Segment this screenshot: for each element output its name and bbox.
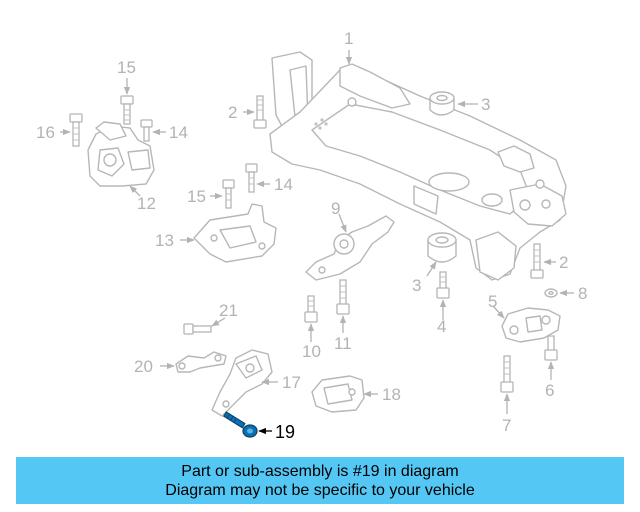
callout-3[interactable]: 3 (481, 95, 491, 114)
callout-4[interactable]: 4 (437, 317, 447, 336)
bolt-part-19-highlighted[interactable] (222, 411, 258, 438)
rod-part-20 (175, 351, 227, 373)
banner-line-part-number: Part or sub-assembly is #19 in diagram (181, 462, 459, 480)
bolt-part-4 (436, 271, 450, 299)
bolt-part-6 (544, 335, 558, 361)
callout-14-lower[interactable]: 14 (274, 175, 293, 194)
callout-9[interactable]: 9 (331, 199, 341, 218)
callout-11[interactable]: 11 (334, 334, 352, 353)
callout-3-lower[interactable]: 3 (412, 276, 422, 295)
bolt-part-15-upper (120, 95, 134, 125)
bolt-part-16 (69, 113, 83, 147)
washer-part-8 (544, 288, 558, 298)
callout-13[interactable]: 13 (155, 231, 174, 250)
mount-part-3-lower (427, 232, 457, 263)
callout-5[interactable]: 5 (488, 292, 498, 311)
leader-lines (60, 50, 574, 435)
engine-mount-part-12 (87, 121, 155, 187)
bolt-part-14-lower (245, 163, 258, 193)
mount-part-3-upper (429, 91, 455, 116)
callout-14[interactable]: 14 (169, 123, 188, 142)
bolt-part-2-upper (253, 95, 267, 129)
bracket-part-13 (193, 203, 277, 263)
callout-18[interactable]: 18 (382, 385, 401, 404)
callout-17[interactable]: 17 (282, 373, 301, 392)
callout-20[interactable]: 20 (134, 357, 153, 376)
callout-2-lower[interactable]: 2 (559, 253, 569, 272)
callout-12[interactable]: 12 (137, 194, 156, 213)
callout-15[interactable]: 15 (117, 58, 136, 77)
bolt-part-11 (336, 279, 350, 315)
callout-16[interactable]: 16 (36, 123, 55, 142)
callout-6[interactable]: 6 (545, 381, 555, 400)
bolt-part-14-upper (140, 119, 153, 142)
callout-10[interactable]: 10 (302, 342, 321, 361)
callout-19-highlighted[interactable]: 19 (275, 422, 296, 442)
callout-8[interactable]: 8 (578, 284, 588, 303)
bolt-part-15-lower (222, 179, 235, 209)
callout-1[interactable]: 1 (344, 29, 354, 48)
bolt-part-10 (304, 295, 318, 323)
bracket-part-5 (501, 307, 561, 343)
banner-line-disclaimer: Diagram may not be specific to your vehi… (165, 481, 475, 499)
bracket-part-18 (311, 375, 365, 413)
torque-rod-part-9 (305, 215, 395, 281)
bolt-part-2-lower (530, 243, 544, 279)
bracket-part-17 (211, 349, 273, 417)
callout-21[interactable]: 21 (219, 301, 238, 320)
callout-2[interactable]: 2 (228, 103, 238, 122)
callout-15-lower[interactable]: 15 (187, 187, 206, 206)
bolt-part-21 (183, 323, 212, 335)
parts-diagram (60, 50, 574, 438)
subframe-part-1 (269, 51, 567, 281)
bolt-part-7 (500, 355, 514, 393)
info-banner: Part or sub-assembly is #19 in diagram D… (16, 457, 624, 504)
callout-7[interactable]: 7 (502, 416, 512, 435)
